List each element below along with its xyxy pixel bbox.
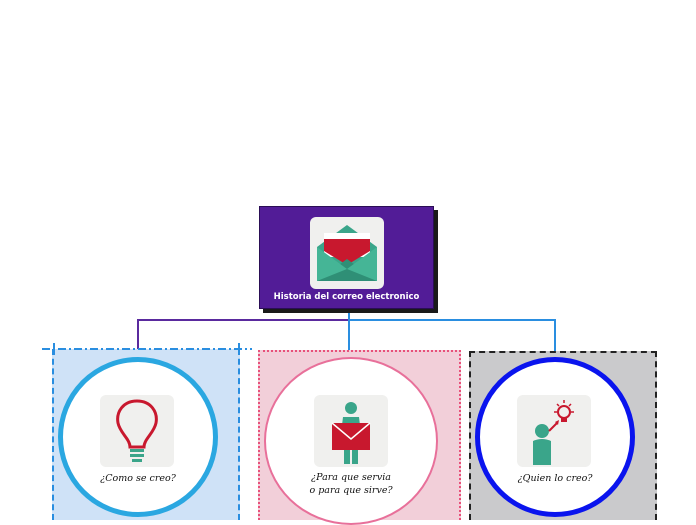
topic-quien-label: ¿Quien lo creo? [517, 473, 593, 484]
person-with-idea-icon [517, 395, 591, 467]
boundary-como-top [42, 343, 252, 355]
person-with-envelope-icon [314, 395, 388, 467]
topic-para-label-line2: o para que sirve? [309, 485, 393, 496]
topic-como-label: ¿Como se creo? [100, 473, 176, 484]
topic-quien-lo-creo[interactable] [475, 357, 635, 517]
envelope-open-icon [310, 217, 384, 289]
connector-quien [349, 319, 556, 357]
topic-para-label-line1: ¿Para que servia [311, 472, 391, 483]
root-topic[interactable]: Historia del correo electronico [259, 206, 434, 309]
topic-para-label: ¿Para que servia o para que sirve? [286, 471, 416, 497]
root-topic-label: Historia del correo electronico [273, 292, 420, 302]
lightbulb-icon [100, 395, 174, 467]
